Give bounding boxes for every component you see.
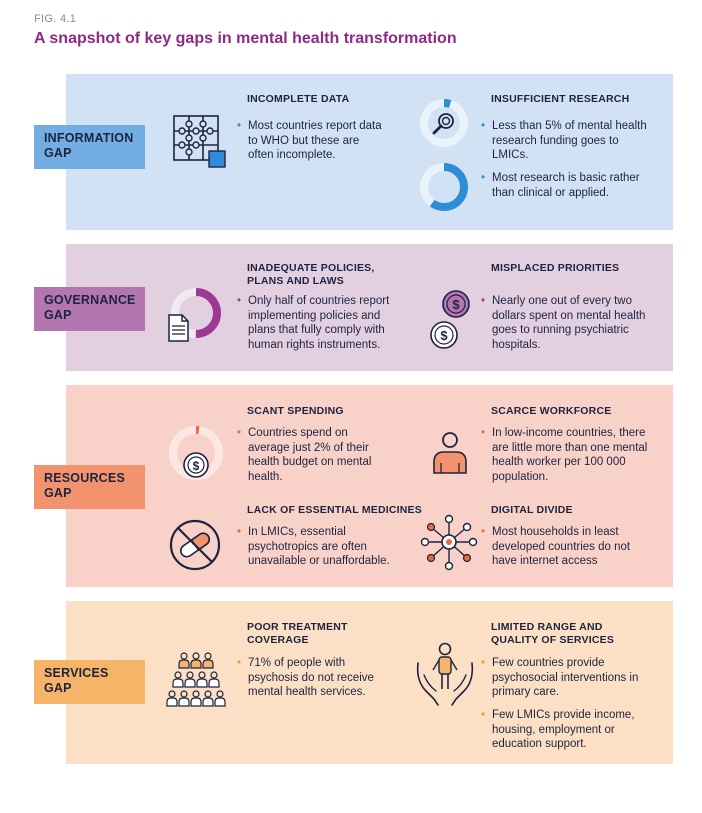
crowd-person	[190, 690, 202, 707]
information-gap-tag-line2: GAP	[44, 146, 72, 160]
figure-label: FIG. 4.1	[34, 13, 77, 25]
digital-divide-heading: DIGITAL DIVIDE	[491, 504, 573, 516]
document-donut-icon	[168, 288, 221, 342]
crowd-person	[178, 690, 190, 707]
crowd-person-highlighted	[202, 652, 214, 669]
inadequate-policies-heading: INADEQUATE POLICIES, PLANS AND LAWS	[247, 262, 374, 288]
svg-text:$: $	[193, 459, 200, 473]
information-gap-tag: INFORMATION GAP	[34, 125, 145, 169]
crowd-person	[196, 671, 208, 688]
scarce-workforce-point: In low-income countries, there are littl…	[481, 426, 656, 484]
figure-title: A snapshot of key gaps in mental health …	[34, 30, 457, 47]
svg-text:$: $	[440, 328, 448, 343]
magnifier-donut-icon	[420, 99, 468, 147]
crowd-person	[202, 690, 214, 707]
coins-icon: $ $	[430, 290, 470, 349]
crowd-person	[172, 671, 184, 688]
network-icon	[420, 514, 478, 571]
inadequate-policies-heading-line2: PLANS AND LAWS	[247, 275, 344, 287]
poor-treatment-point: 71% of people with psychosis do not rece…	[237, 656, 397, 700]
donut-icon	[420, 163, 468, 211]
limited-range-heading-line1: LIMITED RANGE AND	[491, 621, 603, 633]
poor-treatment-heading-line1: POOR TREATMENT	[247, 621, 348, 633]
incomplete-data-point: Most countries report data to WHO but th…	[237, 119, 387, 163]
incomplete-data-heading: INCOMPLETE DATA	[247, 93, 350, 105]
crowd-icon	[166, 652, 226, 707]
misplaced-priorities-heading: MISPLACED PRIORITIES	[491, 262, 620, 274]
no-pill-icon	[169, 519, 221, 571]
governance-gap-tag-line2: GAP	[44, 308, 72, 322]
essential-medicines-point: In LMICs, essential psychotropics are of…	[237, 525, 412, 569]
insufficient-research-point-2: Most research is basic rather than clini…	[481, 171, 661, 200]
crowd-person	[214, 690, 226, 707]
insufficient-research-point-1: Less than 5% of mental health research f…	[481, 119, 651, 163]
scarce-workforce-heading: SCARCE WORKFORCE	[491, 405, 612, 417]
resources-gap-tag-line1: RESOURCES	[44, 471, 125, 485]
scant-spending-point: Countries spend on average just 2% of th…	[237, 426, 382, 484]
poor-treatment-heading-line2: COVERAGE	[247, 634, 309, 646]
limited-range-point-2: Few LMICs provide income, housing, emplo…	[481, 708, 661, 752]
services-gap-tag: SERVICES GAP	[34, 660, 145, 704]
hands-person-icon	[416, 642, 474, 706]
crowd-person-highlighted	[190, 652, 202, 669]
limited-range-point-1: Few countries provide psychosocial inter…	[481, 656, 656, 700]
scant-spending-heading: SCANT SPENDING	[247, 405, 344, 417]
services-gap-tag-line1: SERVICES	[44, 666, 109, 680]
limited-range-heading: LIMITED RANGE AND QUALITY OF SERVICES	[491, 621, 614, 647]
poor-treatment-heading: POOR TREATMENT COVERAGE	[247, 621, 348, 647]
basic-research-donut-segment	[420, 163, 468, 211]
crowd-person	[166, 690, 178, 707]
research-funding-donut-segment	[420, 99, 468, 147]
coin-donut-icon: $	[169, 426, 223, 480]
crowd-person	[184, 671, 196, 688]
crowd-person	[208, 671, 220, 688]
svg-text:$: $	[452, 297, 460, 312]
misplaced-priorities-point: Nearly one out of every two dollars spen…	[481, 294, 661, 352]
puzzle-missing-piece	[208, 150, 226, 168]
governance-gap-tag: GOVERNANCE GAP	[34, 287, 145, 331]
resources-gap-tag-line2: GAP	[44, 486, 72, 500]
services-gap-tag-line2: GAP	[44, 681, 72, 695]
health-budget-donut-segment	[169, 426, 223, 480]
inadequate-policies-heading-line1: INADEQUATE POLICIES,	[247, 262, 375, 274]
policy-compliance-donut-segment	[171, 288, 221, 338]
insufficient-research-heading: INSUFFICIENT RESEARCH	[491, 93, 630, 105]
essential-medicines-heading: LACK OF ESSENTIAL MEDICINES	[247, 504, 422, 516]
person-icon	[433, 432, 467, 474]
governance-gap-tag-line1: GOVERNANCE	[44, 293, 136, 307]
crowd-person-highlighted	[178, 652, 190, 669]
digital-divide-point: Most households in least developed count…	[481, 525, 656, 569]
inadequate-policies-point: Only half of countries report implementi…	[237, 294, 409, 352]
information-gap-tag-line1: INFORMATION	[44, 131, 134, 145]
puzzle-icon	[173, 115, 226, 168]
resources-gap-tag: RESOURCES GAP	[34, 465, 145, 509]
limited-range-heading-line2: QUALITY OF SERVICES	[491, 634, 615, 646]
